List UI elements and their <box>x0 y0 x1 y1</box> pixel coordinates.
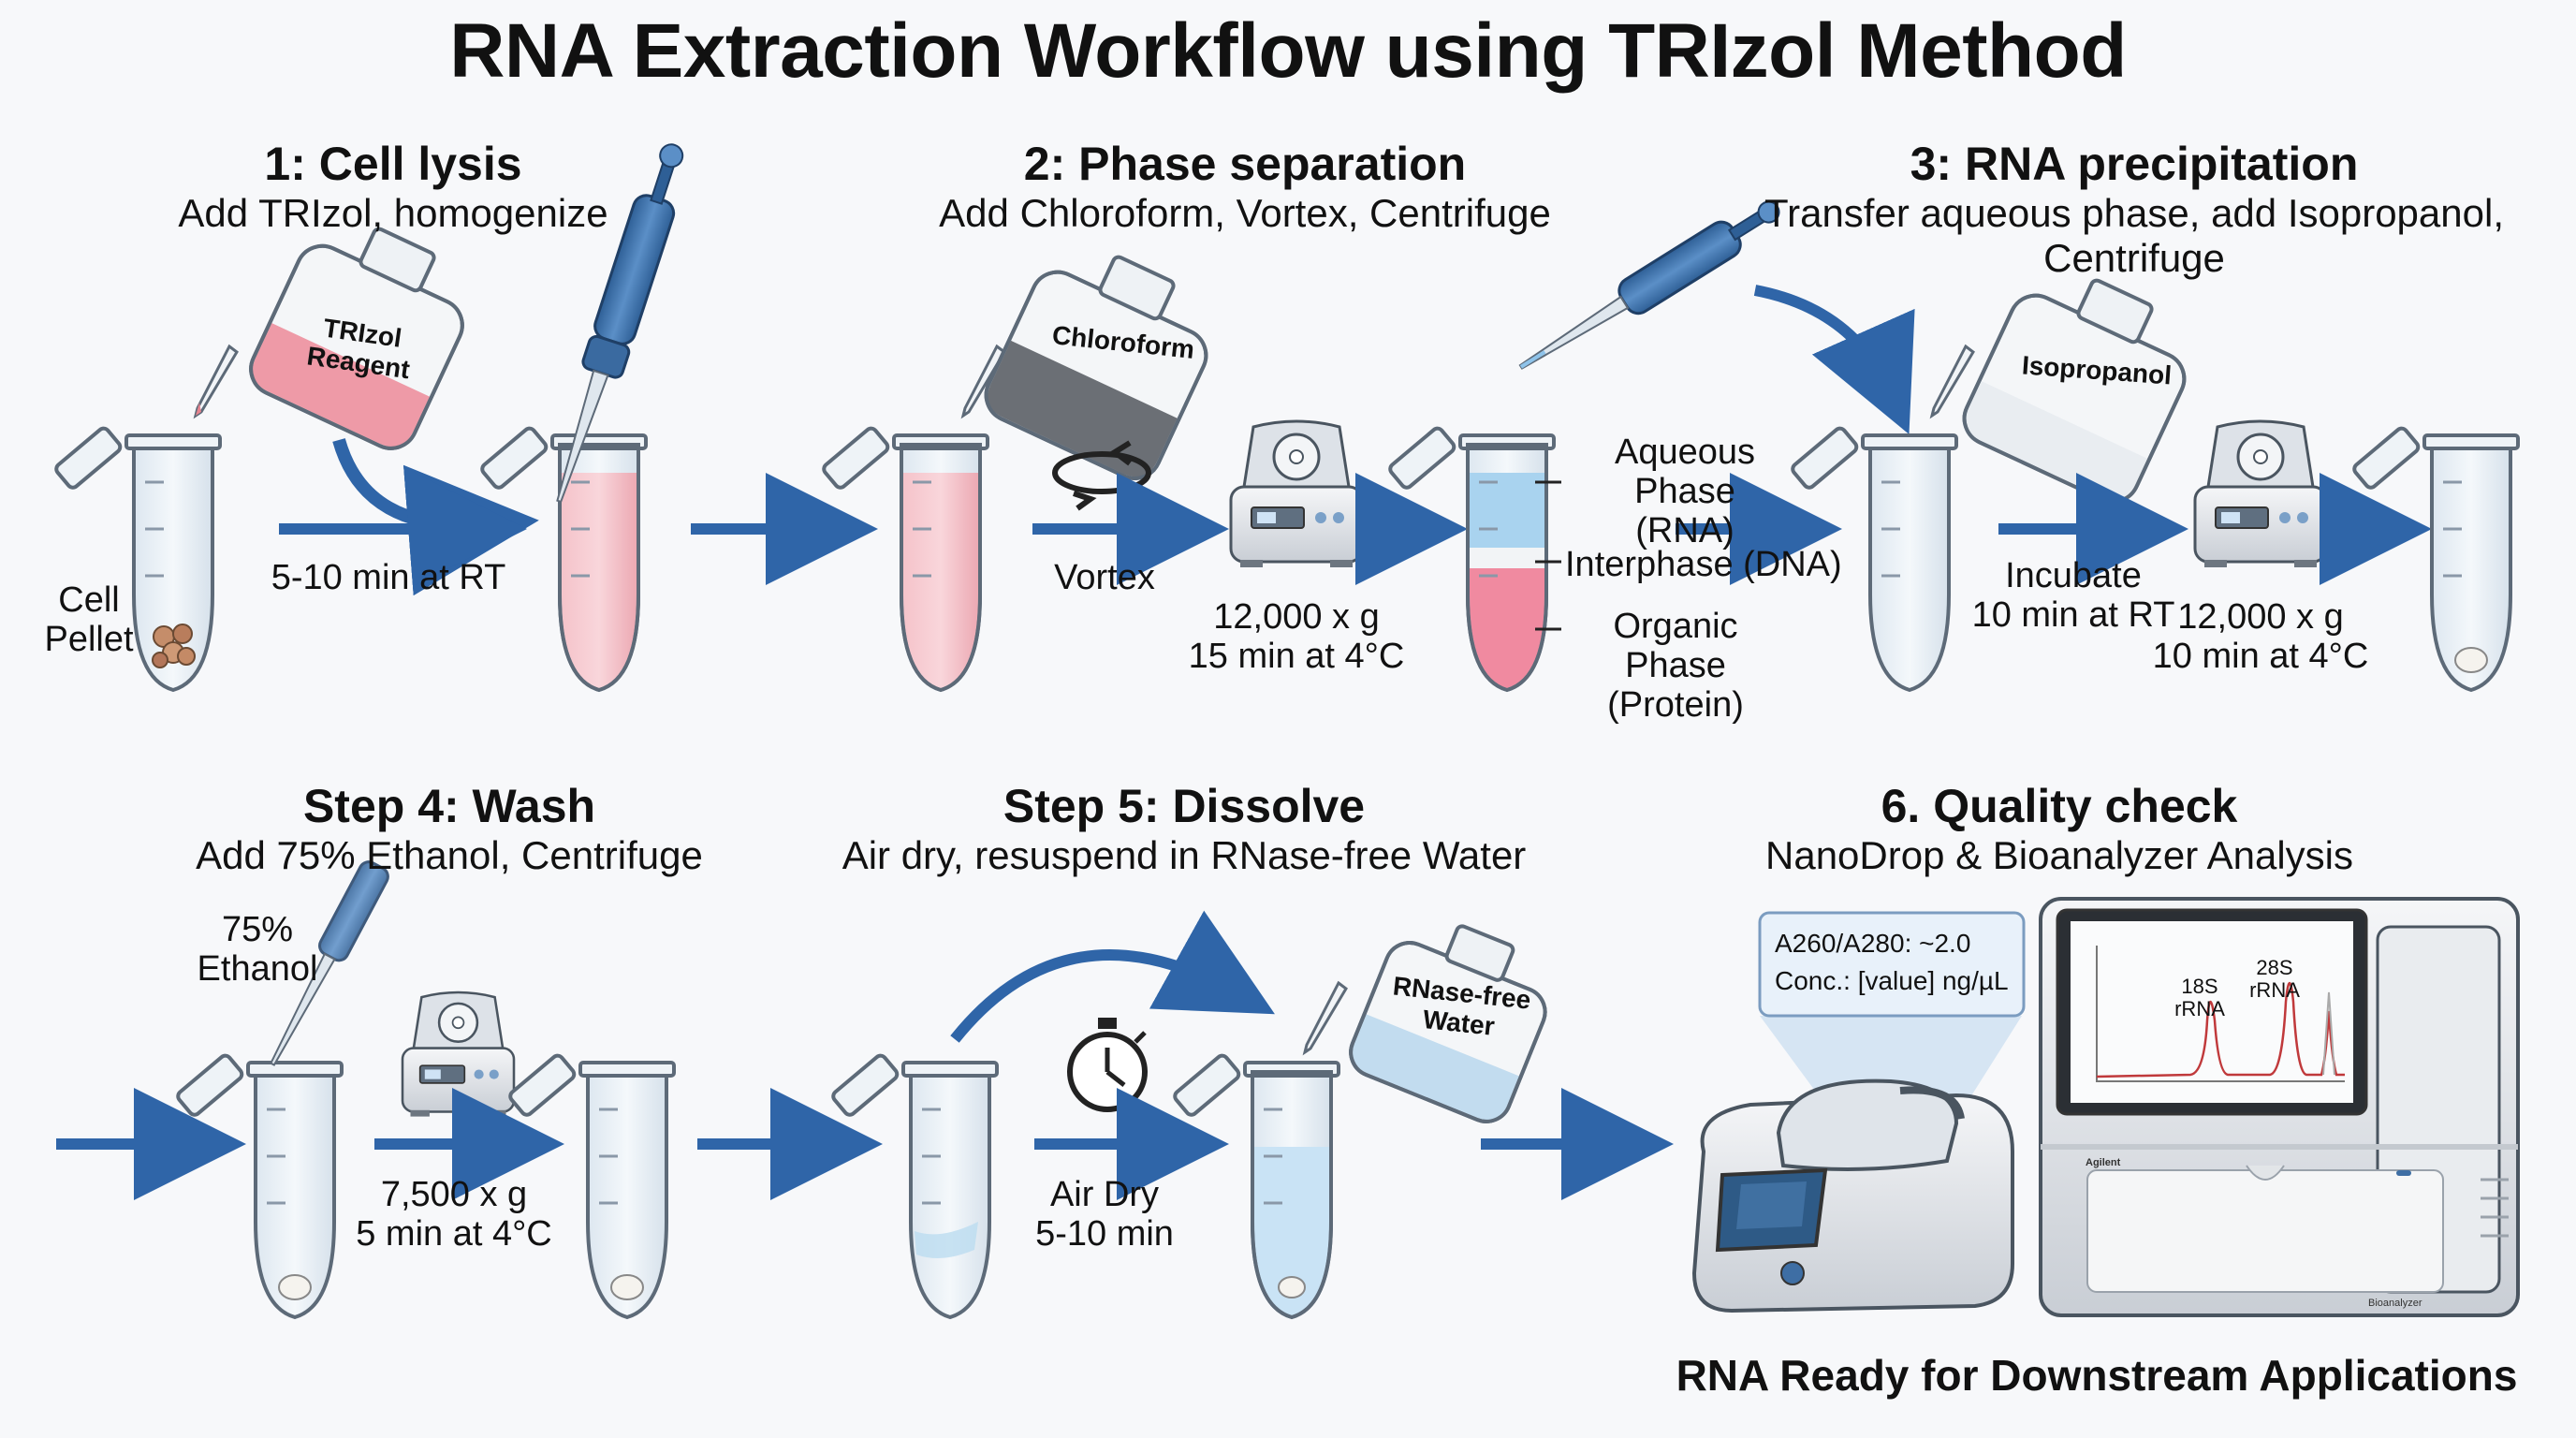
step3-heading: 3: RNA precipitation <box>1910 138 2359 190</box>
cell-pellet-label: Cell Pellet <box>44 580 134 659</box>
stopwatch-icon <box>1067 1018 1148 1112</box>
step4-subtitle: Add 75% Ethanol, Centrifuge <box>196 833 703 877</box>
step3-subtitle-line2: Centrifuge <box>2043 236 2225 280</box>
air-dry-label: Air Dry 5-10 min <box>1035 1175 1174 1254</box>
bioanalyzer-brand: Agilent <box>2086 1157 2121 1168</box>
step5-heading: Step 5: Dissolve <box>1003 780 1366 832</box>
vortex-label: Vortex <box>1054 558 1155 597</box>
peak-28s-label: 28S rRNA <box>2249 956 2300 1002</box>
step3-subtitle: Transfer aqueous phase, add Isopropanol, <box>1764 191 2504 235</box>
spin3-label: 7,500 x g 5 min at 4°C <box>356 1175 552 1254</box>
nanodrop-ratio: A260/A280: ~2.0 <box>1775 929 1971 958</box>
phase-tube <box>1385 424 1556 692</box>
aqueous-phase-label: Aqueous Phase (RNA) <box>1614 433 1755 550</box>
step6-subtitle: NanoDrop & Bioanalyzer Analysis <box>1765 833 2353 877</box>
step2-subtitle: Add Chloroform, Vortex, Centrifuge <box>939 191 1551 235</box>
trizol-bottle-icon <box>249 227 464 450</box>
step1-heading: 1: Cell lysis <box>264 138 522 190</box>
step5-subtitle: Air dry, resuspend in RNase-free Water <box>842 833 1527 877</box>
spin2-label: 12,000 x g 10 min at 4°C <box>2152 597 2369 676</box>
organic-phase-label: Organic Phase (Protein) <box>1607 607 1744 725</box>
page-title: RNA Extraction Workflow using TRIzol Met… <box>449 8 2127 94</box>
water-bottle-icon <box>1349 924 1547 1123</box>
incubate-label: Incubate 10 min at RT <box>1971 556 2175 635</box>
spin1-label: 12,000 x g 15 min at 4°C <box>1188 597 1405 676</box>
transfer-pipette-icon <box>1518 200 1780 370</box>
chloroform-bottle-icon <box>984 255 1208 480</box>
centrifuge-icon <box>2193 419 2328 569</box>
nanodrop-concentration: Conc.: [value] ng/µL <box>1775 966 2009 995</box>
footer-caption: RNA Ready for Downstream Applications <box>1676 1351 2518 1400</box>
cell-pellet-icon <box>152 624 196 668</box>
step6-heading: 6. Quality check <box>1881 780 2238 832</box>
interphase-label: Interphase (DNA) <box>1565 545 1842 584</box>
nanodrop-beam <box>1760 1016 2022 1105</box>
bioanalyzer-icon <box>2039 897 2520 1317</box>
nanodrop-readout-box <box>1758 911 2026 1018</box>
bioanalyzer-model: Bioanalyzer <box>2368 1298 2422 1309</box>
nanodrop-icon <box>1691 1078 2014 1313</box>
step4-heading: Step 4: Wash <box>302 780 596 832</box>
lysis-time-label: 5-10 min at RT <box>271 558 506 597</box>
step1-subtitle: Add TRIzol, homogenize <box>178 191 608 235</box>
pipette-icon <box>556 143 684 504</box>
isopropanol-bottle-icon <box>1962 278 2187 504</box>
centrifuge-icon <box>401 990 516 1118</box>
step2-heading: 2: Phase separation <box>1023 138 1467 190</box>
centrifuge-icon <box>1229 419 1364 569</box>
peak-18s-label: 18S rRNA <box>2174 975 2225 1020</box>
ethanol-pipette-icon <box>270 860 389 1066</box>
ethanol-label: 75% Ethanol <box>197 910 318 989</box>
